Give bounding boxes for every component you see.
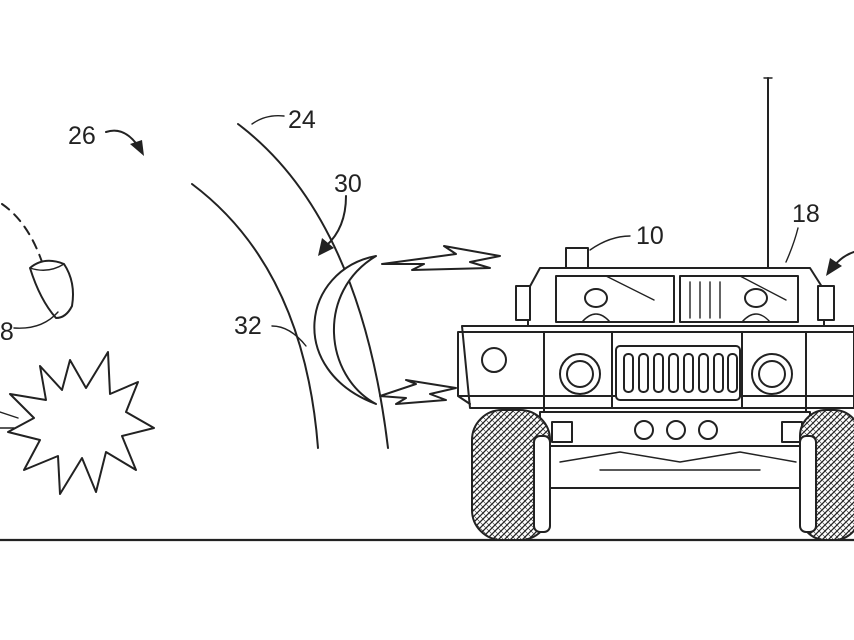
crescent-reflector bbox=[313, 255, 377, 405]
label-24: 24 bbox=[288, 106, 316, 134]
leader-32 bbox=[271, 325, 307, 347]
reflector-pointer-arrow bbox=[318, 195, 347, 256]
projectile-shell bbox=[29, 259, 74, 319]
wave-front-outer bbox=[237, 123, 389, 449]
label-30: 30 bbox=[334, 170, 362, 198]
label-10: 10 bbox=[636, 222, 664, 250]
leader-24 bbox=[251, 114, 285, 125]
threat-direction-arrow bbox=[105, 129, 144, 156]
grille-slots bbox=[623, 353, 738, 393]
occupant-left bbox=[581, 288, 611, 323]
signal-bolt-lower bbox=[379, 379, 457, 405]
leader-10 bbox=[589, 235, 631, 251]
occupant-right bbox=[741, 288, 771, 323]
armored-vehicle bbox=[457, 77, 854, 541]
label-26: 26 bbox=[68, 122, 96, 150]
label-18: 18 bbox=[792, 200, 820, 228]
leader-28 bbox=[13, 311, 59, 329]
label-32: 32 bbox=[234, 312, 262, 340]
vehicle-pointer-arrow bbox=[826, 251, 854, 276]
wave-front-inner bbox=[191, 183, 319, 449]
leader-18 bbox=[785, 227, 799, 263]
projectile-trajectory bbox=[1, 203, 43, 263]
signal-bolt-upper bbox=[381, 245, 501, 271]
explosion-burst bbox=[7, 351, 155, 495]
label-28: 28 bbox=[0, 318, 14, 346]
explosion-debris bbox=[0, 411, 19, 429]
